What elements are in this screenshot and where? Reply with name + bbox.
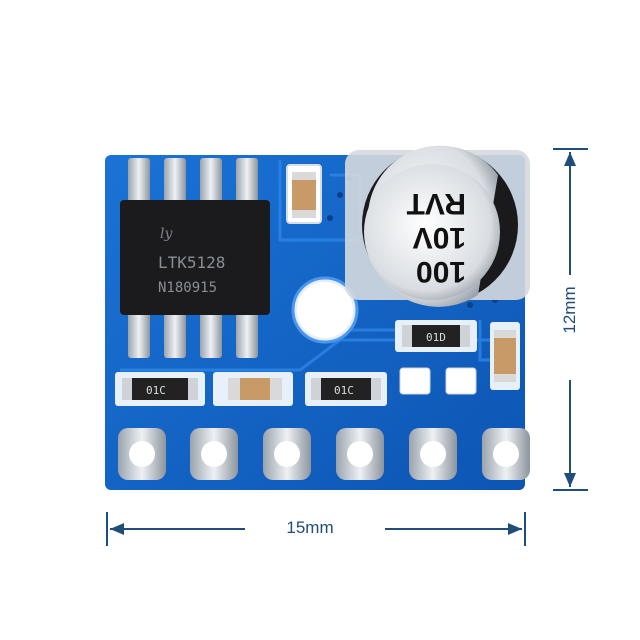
ic-chip: [120, 200, 270, 315]
ic-pins-bottom: [128, 310, 258, 358]
height-label: 12mm: [560, 286, 579, 334]
height-dimension: [553, 148, 588, 491]
smd-resistor-01c-right: 01C: [305, 372, 387, 406]
capacitor-value: 100: [416, 255, 466, 288]
width-label: 15mm: [286, 518, 334, 537]
smd-resistor-01c-left: 01C: [115, 372, 205, 406]
capacitor-voltage: 10V: [413, 221, 466, 254]
ic-date-code: N180915: [158, 280, 217, 296]
ic-part-number: LTK5128: [158, 253, 225, 272]
smd-resistor-01d: 01D: [395, 320, 477, 352]
electrolytic-capacitor: 100 10V RVT: [362, 145, 518, 307]
smd-pads-small: [399, 367, 477, 395]
width-dimension: [106, 512, 526, 546]
svg-text:01C: 01C: [334, 384, 354, 397]
ic-logo: ly: [160, 226, 173, 242]
capacitor-brand: RVT: [407, 187, 466, 220]
svg-text:01C: 01C: [146, 384, 166, 397]
smd-capacitor-middle: [213, 372, 293, 406]
header-holes: [129, 441, 519, 467]
smd-capacitor-top: [292, 180, 316, 210]
ic-pins-top: [128, 158, 258, 206]
smd-capacitor-right: [490, 322, 520, 390]
svg-text:01D: 01D: [426, 331, 446, 344]
